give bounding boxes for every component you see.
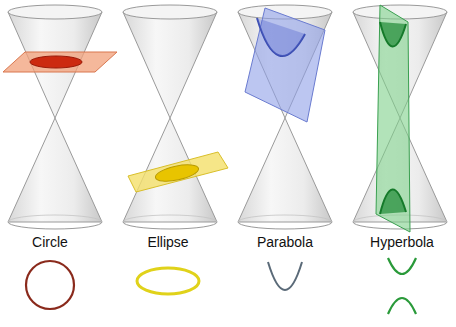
circle-curve: [26, 261, 74, 309]
cone-ellipse: [123, 5, 228, 229]
conic-label: Parabola: [257, 234, 313, 250]
parabola-curve: [268, 262, 302, 290]
conic-label: Ellipse: [147, 234, 188, 250]
hyperbola-curve: [388, 258, 416, 274]
hyperbola-curve: [388, 298, 416, 314]
cone-parabola: [238, 5, 332, 229]
conic-label: Circle: [32, 234, 68, 250]
ellipse-curve: [137, 268, 199, 294]
cone-hyperbola: [353, 5, 447, 232]
conic-label: Hyperbola: [370, 234, 434, 250]
cone-circle: [3, 5, 117, 229]
